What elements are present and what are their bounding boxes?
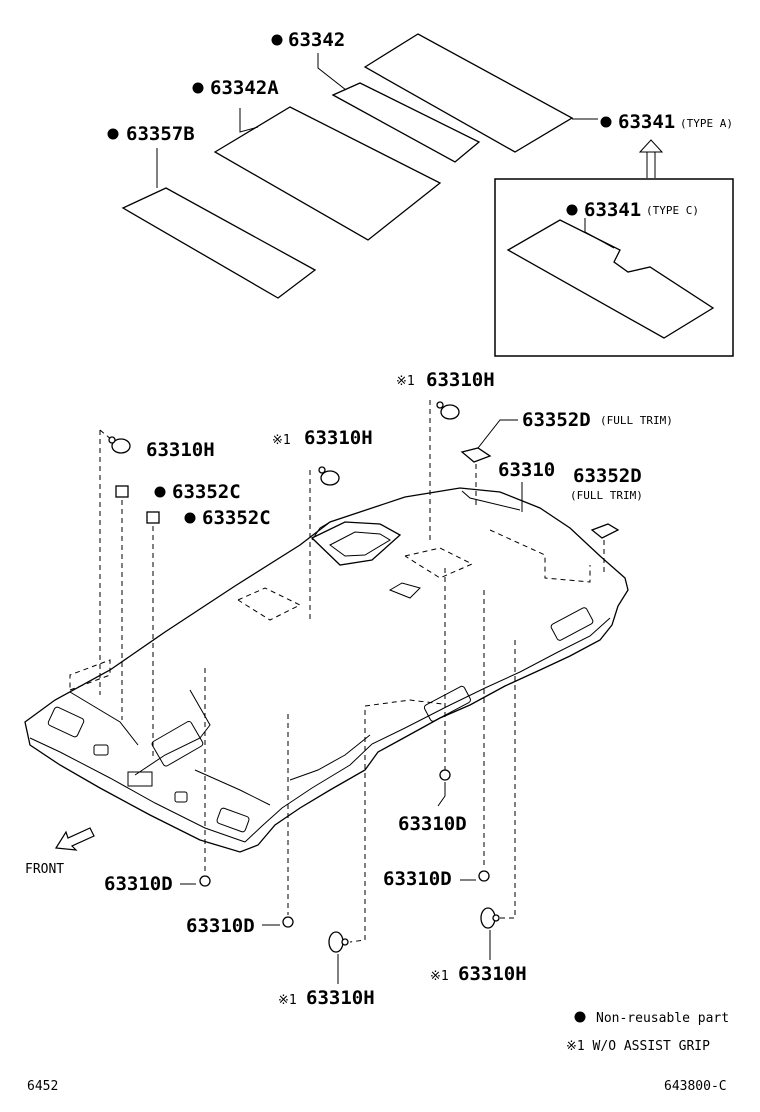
legend-ref-note: ※1 W/O ASSIST GRIP: [566, 1039, 710, 1054]
clip-63310h-icon: [440, 404, 460, 420]
clip-pin-icon: [492, 914, 500, 922]
headliner-edge-line: [244, 617, 611, 843]
clip-63310d-icon: [199, 875, 211, 887]
non-reusable-mark: [566, 204, 578, 216]
type-c-inset-box: [494, 178, 734, 357]
headliner-cutout: [127, 771, 153, 787]
arrow-up-icon-head: [638, 139, 664, 153]
clip-pin-icon: [108, 436, 116, 444]
position-guide: [404, 547, 474, 579]
non-reusable-mark: [107, 128, 119, 140]
silencer-pad-63342: [331, 82, 481, 163]
non-reusable-mark: [600, 116, 612, 128]
label-63352d-a: 63352D: [522, 409, 591, 431]
leader-dashed: [500, 640, 516, 919]
retainer-63352d-icon: [590, 523, 620, 539]
label-63310h-left: 63310H: [146, 439, 215, 461]
leader-63352d-a: [477, 419, 518, 449]
ref-mark: ※1: [430, 969, 449, 984]
label-63310h-mid: 63310H: [304, 427, 373, 449]
label-63341-type-c-note: (TYPE C): [646, 204, 699, 217]
clip-pin-icon: [318, 466, 326, 474]
ref-mark: ※1: [272, 433, 291, 448]
clip-63310h-icon: [320, 470, 340, 486]
headliner-grip-cutout: [423, 685, 471, 722]
label-63341-type-c: 63341: [584, 199, 641, 221]
headliner-edge-line: [29, 737, 246, 843]
headliner-cutout: [93, 744, 109, 756]
label-63310h-top: 63310H: [426, 369, 495, 391]
clip-63310h-icon: [328, 931, 344, 953]
headliner-grip-cutout: [550, 607, 594, 641]
headliner-cutout: [151, 720, 204, 767]
position-guide: [489, 529, 591, 583]
headliner-crease: [194, 769, 271, 806]
retainer-63352d-icon: [460, 447, 492, 463]
label-63341-type-a-note: (TYPE A): [680, 117, 733, 130]
label-63352d-b: 63352D: [573, 465, 642, 487]
label-63352d-a-note: (FULL TRIM): [600, 414, 673, 427]
label-63310h-bottom-right: 63310H: [458, 963, 527, 985]
silencer-pad-63341-type-c: [506, 219, 715, 339]
headliner-edge-line: [289, 734, 371, 781]
footer-right-code: 643800-C: [664, 1079, 727, 1094]
leader-63341c: [584, 218, 615, 249]
label-63310: 63310: [498, 459, 555, 481]
clip-pin-icon: [341, 938, 349, 946]
silencer-pad-63341-type-a: [363, 33, 574, 153]
label-63352c-a: 63352C: [172, 481, 241, 503]
label-63341-type-a: 63341: [618, 111, 675, 133]
position-guide: [364, 699, 443, 707]
label-63357b: 63357B: [126, 123, 195, 145]
clip-63310h-icon: [111, 438, 131, 454]
ref-mark: ※1: [396, 374, 415, 389]
silencer-pad-63357b: [121, 187, 317, 299]
retainer-63352c-icon: [146, 511, 160, 524]
leader-dashed: [349, 710, 366, 943]
position-guide: [69, 659, 111, 691]
clip-63310d-icon: [439, 769, 451, 781]
label-63310h-bottom-left: 63310H: [306, 987, 375, 1009]
retainer-63352c-icon: [115, 485, 129, 498]
label-63310d-lower-right: 63310D: [383, 868, 452, 890]
clip-63310d-icon: [282, 916, 294, 928]
headliner-center-cutout: [310, 521, 402, 566]
label-63342: 63342: [288, 29, 345, 51]
silencer-pad-63342a: [213, 106, 442, 241]
label-63352d-b-note: (FULL TRIM): [570, 489, 643, 502]
leader-63342a: [239, 108, 259, 133]
label-63310d-right: 63310D: [398, 813, 467, 835]
non-reusable-mark: [184, 512, 196, 524]
headliner-room-lamp-hole: [388, 582, 421, 599]
clip-pin-icon: [436, 401, 444, 409]
headliner-center-cutout-inner: [329, 531, 391, 557]
headliner-cutout: [47, 706, 85, 738]
non-reusable-mark: [271, 34, 283, 46]
headliner-cutout: [216, 807, 250, 833]
headliner-cutout: [174, 791, 188, 803]
footer-left-code: 6452: [27, 1079, 58, 1094]
clip-63310d-icon: [478, 870, 490, 882]
label-63310d-bottom: 63310D: [186, 915, 255, 937]
ref-mark: ※1: [278, 993, 297, 1008]
label-63352c-b: 63352C: [202, 507, 271, 529]
label-63310d-left: 63310D: [104, 873, 173, 895]
headliner-crease: [461, 490, 521, 511]
front-label: FRONT: [25, 862, 64, 877]
non-reusable-mark: [574, 1011, 586, 1023]
legend-non-reusable: Non-reusable part: [596, 1011, 729, 1026]
position-guide: [237, 587, 302, 621]
non-reusable-mark: [192, 82, 204, 94]
headliner-crease: [69, 691, 139, 746]
front-arrow-icon: [54, 827, 95, 851]
label-63342a: 63342A: [210, 77, 279, 99]
leader-63342: [317, 53, 347, 91]
leader-63310d-right: [437, 782, 446, 807]
non-reusable-mark: [154, 486, 166, 498]
